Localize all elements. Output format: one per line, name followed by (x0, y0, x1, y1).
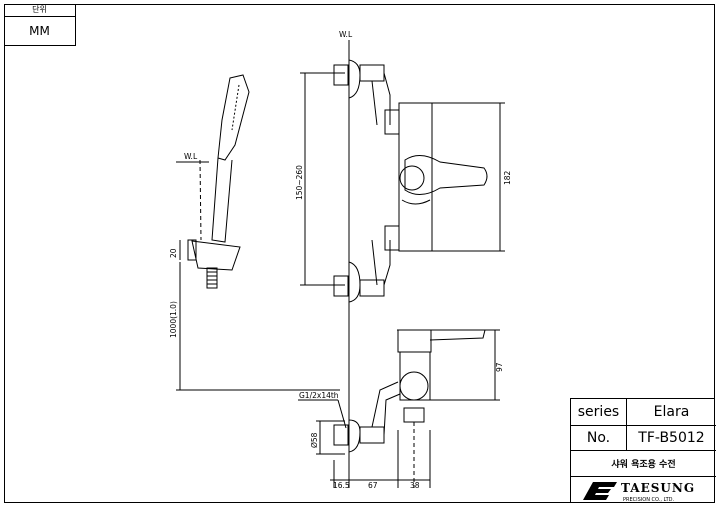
dim-20: 20 (169, 248, 178, 258)
no-value: TF-B5012 (638, 430, 705, 446)
shower-handle (211, 157, 233, 243)
shower-holder (191, 240, 241, 271)
wl-left-label: W.L (184, 152, 198, 161)
lower-union (384, 225, 400, 251)
company-subtitle: PRECISION CO., LTD. (623, 497, 675, 503)
shower-head (217, 74, 250, 161)
spout-body-top (397, 329, 432, 353)
lower-side-nut (359, 426, 385, 444)
handle-base (399, 165, 425, 191)
lower-side-cover (348, 419, 361, 453)
dim-38: 38 (410, 481, 420, 490)
company-name: TAESUNG (621, 481, 696, 495)
valve-body (398, 102, 433, 252)
main-valve-view: W.L (300, 30, 505, 485)
series-label: series (571, 399, 627, 425)
series-value: Elara (653, 404, 690, 420)
dim-67: 67 (368, 481, 378, 490)
dim-58: Ø58 (310, 432, 319, 448)
unit-box: 단위 MM (4, 4, 76, 46)
lower-cover (348, 261, 361, 303)
product-row: 샤워 욕조용 수전 (571, 451, 716, 477)
thread-label: G1/2x14th (299, 391, 339, 400)
hand-shower-view: W.L (176, 74, 340, 391)
upper-cover (348, 59, 361, 99)
dim-97: 97 (495, 362, 504, 372)
unit-value: MM (29, 24, 50, 38)
drawing-frame (4, 4, 715, 503)
upper-eccentric-pipe (383, 72, 391, 125)
lower-side-flange (333, 424, 349, 446)
dim-1000: 1000(1.0) (169, 301, 178, 338)
dim-150-260: 150~260 (295, 165, 304, 200)
company-row: TAESUNG PRECISION CO., LTD. (571, 477, 716, 504)
title-block: series Elara No. TF-B5012 샤워 욕조용 수전 TAES… (570, 398, 716, 504)
number-row: No. TF-B5012 (571, 426, 716, 451)
lever-handle (404, 155, 488, 195)
taesung-logo-icon (583, 482, 617, 500)
wl-top-label: W.L (339, 30, 353, 39)
shower-outlet (403, 407, 425, 423)
upper-inlet-flange (333, 64, 349, 86)
no-label: No. (571, 426, 627, 450)
dim-182: 182 (503, 170, 512, 185)
product-name: 샤워 욕조용 수전 (611, 460, 676, 470)
upper-union (384, 109, 400, 135)
holder-wall-plate (187, 239, 197, 261)
diverter-knob (399, 371, 429, 401)
dim-16-5: 16.5 (333, 481, 350, 490)
unit-header: 단위 (4, 4, 75, 17)
upper-nut (359, 64, 385, 82)
side-view (298, 329, 500, 488)
lower-eccentric-pipe (383, 240, 391, 286)
spout (397, 329, 486, 341)
lower-inlet-flange (333, 275, 349, 297)
lower-nut (359, 279, 385, 297)
series-row: series Elara (571, 399, 716, 426)
hose-connector (206, 267, 218, 289)
